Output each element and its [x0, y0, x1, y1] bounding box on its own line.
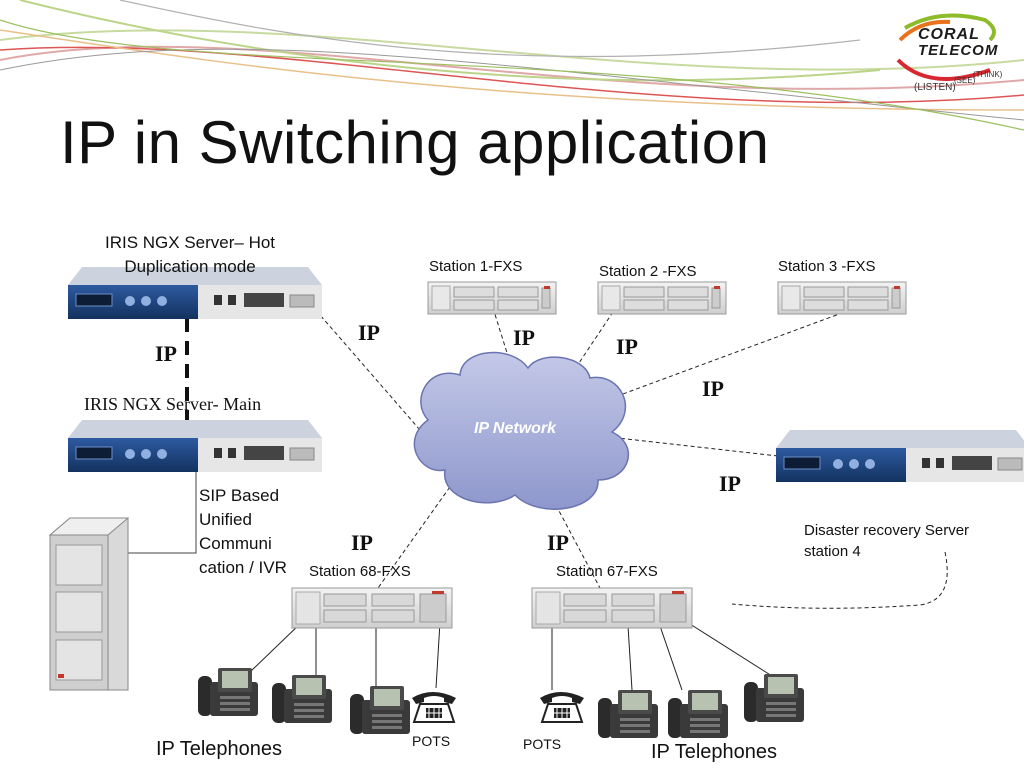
main-server-label: IRIS NGX Server- Main [84, 394, 262, 414]
coral-telecom-logo-mark [896, 13, 996, 81]
station-3-switch [777, 281, 907, 315]
ip-telephones-left-label: IP Telephones [156, 738, 283, 760]
disaster-recovery-server [775, 429, 1024, 483]
dr-server-label: Disaster recovery Server station 4 [804, 522, 970, 560]
iris-ngx-main-server [67, 419, 323, 473]
sip-ivr-label: SIP Based Unified Communi cation / IVR [199, 486, 287, 577]
sip-server-link [128, 472, 197, 554]
ip-label: IP [702, 376, 724, 401]
ip-label: IP [351, 530, 373, 555]
station-67-label: Station 67-FXS [556, 563, 658, 580]
ip-network-cloud [413, 351, 630, 510]
station-3-label: Station 3 -FXS [778, 258, 876, 275]
ip-label: IP [616, 334, 638, 359]
station-68-label: Station 68-FXS [309, 563, 411, 580]
logo-tagline-listen: (LISTEN) [914, 82, 956, 93]
hot-server-label: IRIS NGX Server– Hot Duplication mode [104, 233, 276, 276]
logo-text-coral: CORAL [918, 26, 980, 43]
ip-phone-icon [350, 686, 410, 734]
background-swooshes [0, 0, 1024, 131]
page-title: IP in Switching application [60, 109, 770, 176]
ip-label: IP [358, 320, 380, 345]
sip-ivr-tower-server [48, 517, 130, 691]
ip-label: IP [155, 341, 177, 366]
station-2-label: Station 2 -FXS [599, 263, 697, 280]
station-67-switch [531, 587, 693, 629]
pots-right-label: POTS [523, 736, 562, 752]
ip-phone-icon [598, 690, 658, 738]
pots-phone-icon [411, 691, 457, 723]
ip-label: IP [547, 530, 569, 555]
station-1-switch [427, 281, 557, 315]
ip-telephones-right-label: IP Telephones [651, 741, 778, 763]
station-1-label: Station 1-FXS [429, 258, 523, 275]
station-68-switch [291, 587, 453, 629]
ip-network-label: IP Network [473, 420, 557, 437]
ip-phone-icon [668, 690, 728, 738]
phone-cords [249, 621, 773, 691]
logo-tagline-think: (THINK) [973, 70, 1003, 79]
connection-lines [306, 299, 948, 609]
ip-label: IP [513, 325, 535, 350]
pots-phone-icon [539, 691, 585, 723]
logo-text-telecom: TELECOM [918, 42, 999, 59]
station-2-switch [597, 281, 727, 315]
ip-phone-icon [744, 674, 804, 722]
logo-tagline-see: (SEE) [954, 76, 976, 85]
pots-left-label: POTS [412, 733, 451, 749]
ip-phone-icon [272, 675, 332, 723]
ip-phone-icon [198, 668, 258, 716]
ip-label: IP [719, 471, 741, 496]
